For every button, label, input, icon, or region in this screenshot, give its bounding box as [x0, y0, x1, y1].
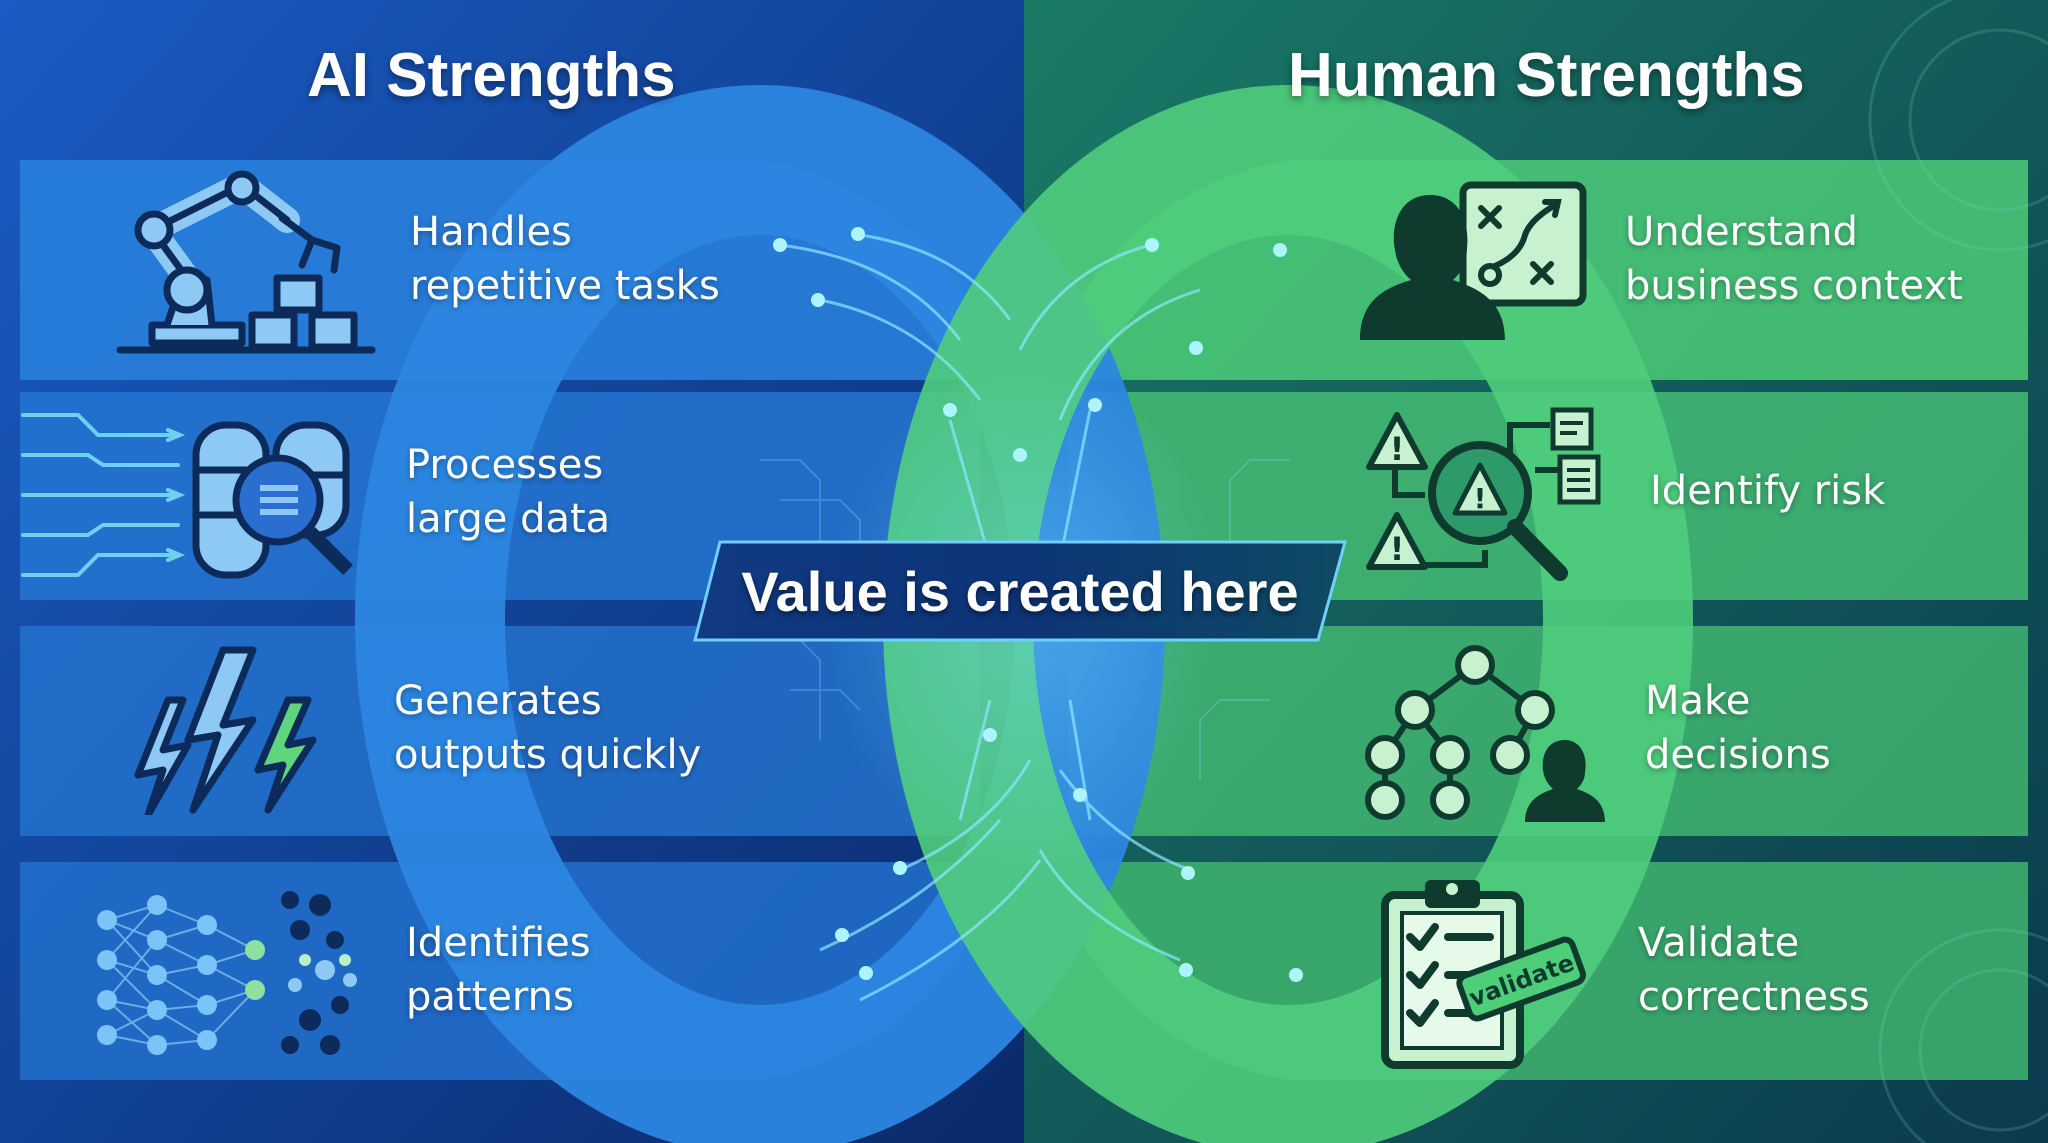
robot-arm-icon — [116, 170, 376, 354]
center-banner-shape — [693, 540, 1347, 642]
validate-clipboard-icon: validate — [1381, 880, 1586, 1069]
human-strength-label-2: Identify risk — [1650, 468, 1886, 514]
ai-strength-label-2: Processes large data — [406, 442, 611, 542]
human-strength-label-4: Validate correctness — [1638, 920, 1870, 1020]
svg-text:!: ! — [1474, 482, 1487, 515]
decision-tree-icon — [1365, 645, 1605, 822]
human-strengths-title: Human Strengths — [1288, 41, 1805, 110]
lightning-bolts-icon — [134, 646, 317, 815]
risk-magnifier-icon: ! ! ! — [1366, 407, 1601, 581]
database-search-icon — [21, 413, 353, 579]
svg-text:!: ! — [1390, 430, 1405, 468]
ai-strength-label-3: Generates outputs quickly — [394, 678, 702, 778]
neural-network-icon — [97, 891, 357, 1055]
svg-text:!: ! — [1390, 530, 1405, 568]
ai-strengths-title: AI Strengths — [307, 41, 676, 110]
human-strength-label-1: Understand business context — [1625, 209, 1963, 309]
center-banner-text: Value is created here — [741, 559, 1299, 623]
ai-strength-label-1: Handles repetitive tasks — [410, 209, 720, 309]
ai-strength-label-4: Identifies patterns — [406, 920, 591, 1020]
strategy-board-person-icon — [1360, 181, 1587, 340]
human-strength-label-3: Make decisions — [1645, 678, 1831, 778]
